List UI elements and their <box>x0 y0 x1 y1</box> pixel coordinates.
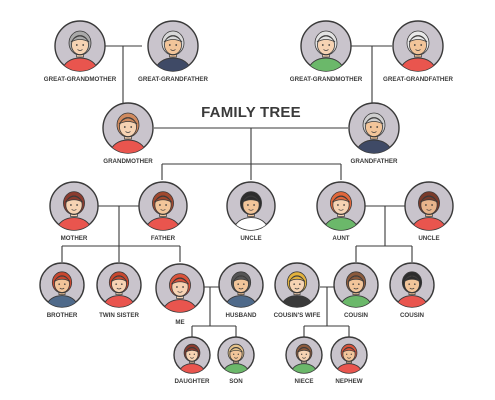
label-son: SON <box>229 378 243 385</box>
grandfather-avatar-icon <box>356 112 392 153</box>
connector-my-children <box>191 325 237 338</box>
label-aunt: AUNT <box>332 235 349 242</box>
elderly-man-avatar-icon <box>155 30 191 71</box>
grandmother-avatar-icon <box>110 112 146 153</box>
connector-gp-children <box>161 150 342 180</box>
person-ggm1: GREAT-GRANDMOTHER <box>44 20 117 83</box>
girl-avatar-icon <box>103 271 135 307</box>
woman-avatar-icon <box>57 191 91 230</box>
connector-cousins <box>355 245 413 262</box>
person-gm: GRANDMOTHER <box>102 102 154 165</box>
label-gm: GRANDMOTHER <box>103 158 153 165</box>
label-cwife: COUSIN'S WIFE <box>274 312 321 319</box>
label-husband: HUSBAND <box>226 312 257 319</box>
person-cousin2: COUSIN <box>389 262 435 319</box>
label-twin: TWIN SISTER <box>99 312 139 319</box>
person-uncle1: UNCLE <box>226 181 276 242</box>
person-me: ME <box>155 263 205 326</box>
label-niece: NIECE <box>295 378 314 385</box>
person-daughter: DAUGHTER <box>173 336 211 385</box>
connector-parents <box>98 205 140 246</box>
label-ggf1: GREAT-GRANDFATHER <box>138 76 208 83</box>
label-daughter: DAUGHTER <box>174 378 210 385</box>
connector-cousin-wife <box>320 286 334 326</box>
label-cousin2: COUSIN <box>400 312 425 319</box>
girl-avatar-icon <box>179 343 205 373</box>
label-cousin1: COUSIN <box>344 312 369 319</box>
person-ggm2: GREAT-GRANDMOTHER <box>290 20 363 83</box>
label-mother: MOTHER <box>61 235 88 242</box>
label-gf: GRANDFATHER <box>351 158 399 165</box>
connector-grandparents <box>154 127 348 150</box>
person-husband: HUSBAND <box>218 262 264 319</box>
woman-avatar-icon <box>281 271 313 307</box>
label-brother: BROTHER <box>47 312 78 319</box>
boy-avatar-icon <box>46 271 78 307</box>
label-nephew: NEPHEW <box>335 378 362 385</box>
person-cousin1: COUSIN <box>333 262 379 319</box>
label-ggf2: GREAT-GRANDFATHER <box>383 76 453 83</box>
elderly-woman-avatar-icon <box>62 30 98 71</box>
people-layer: GREAT-GRANDMOTHER GREAT-GRANDFATHER GREAT-… <box>39 20 454 385</box>
person-father: FATHER <box>138 181 188 242</box>
person-mother: MOTHER <box>49 181 99 242</box>
person-niece: NIECE <box>285 336 323 385</box>
man-avatar-icon <box>412 191 446 230</box>
label-father: FATHER <box>151 235 176 242</box>
person-ggf1: GREAT-GRANDFATHER <box>138 20 208 83</box>
person-cwife: COUSIN'S WIFE <box>274 262 321 319</box>
person-aunt: AUNT <box>316 181 366 242</box>
woman-avatar-icon <box>324 191 358 230</box>
connector-aunt-uncle <box>364 205 405 246</box>
person-nephew: NEPHEW <box>330 336 368 385</box>
label-ggm1: GREAT-GRANDMOTHER <box>44 76 117 83</box>
person-son: SON <box>217 336 255 385</box>
label-uncle2: UNCLE <box>418 235 439 242</box>
connector-lines <box>61 45 413 338</box>
connector-cousin-children <box>303 325 350 338</box>
elderly-man-avatar-icon <box>400 30 436 71</box>
connector-siblings <box>61 245 181 262</box>
diagram-title: FAMILY TREE <box>201 104 301 121</box>
person-twin: TWIN SISTER <box>96 262 142 319</box>
label-uncle1: UNCLE <box>240 235 261 242</box>
person-brother: BROTHER <box>39 262 85 319</box>
man-avatar-icon <box>340 271 372 307</box>
person-ggf2: GREAT-GRANDFATHER <box>383 20 453 83</box>
label-ggm2: GREAT-GRANDMOTHER <box>290 76 363 83</box>
person-gf: GRANDFATHER <box>348 102 400 165</box>
connector-ggp-right <box>351 45 392 106</box>
boy-avatar-icon <box>336 343 362 373</box>
label-me: ME <box>175 319 184 326</box>
person-uncle2: UNCLE <box>404 181 454 242</box>
